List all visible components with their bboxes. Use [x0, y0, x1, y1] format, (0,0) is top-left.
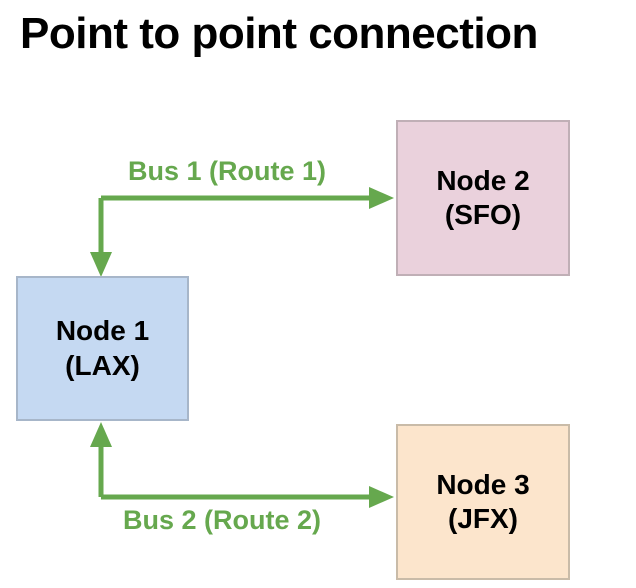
edge-bus2-arrowhead-up	[90, 422, 112, 447]
node2-name-label: Node 2	[436, 164, 530, 196]
node3-name-label: Node 3	[436, 468, 530, 500]
edge-bus1-arrowhead-down	[90, 252, 112, 277]
edge-label-bus1: Bus 1 (Route 1)	[128, 156, 327, 186]
node1-name-label: Node 1	[55, 315, 150, 347]
page-title: Point to point connection	[20, 9, 538, 58]
node3-code-label: (JFX)	[448, 503, 518, 534]
edge-label-bus2: Bus 2 (Route 2)	[123, 505, 322, 535]
node-box-node3[interactable]: Node 3 (JFX)	[396, 424, 570, 580]
node-box-node1[interactable]: Node 1 (LAX)	[16, 276, 189, 421]
edge-bus1-arrowhead-right	[369, 187, 394, 209]
node-box-node2[interactable]: Node 2 (SFO)	[396, 120, 570, 276]
node1-code-label: (LAX)	[65, 349, 140, 381]
edge-bus2	[90, 422, 394, 508]
edge-bus1	[90, 187, 394, 277]
node2-code-label: (SFO)	[444, 199, 522, 230]
edge-bus2-arrowhead-right	[369, 486, 394, 508]
